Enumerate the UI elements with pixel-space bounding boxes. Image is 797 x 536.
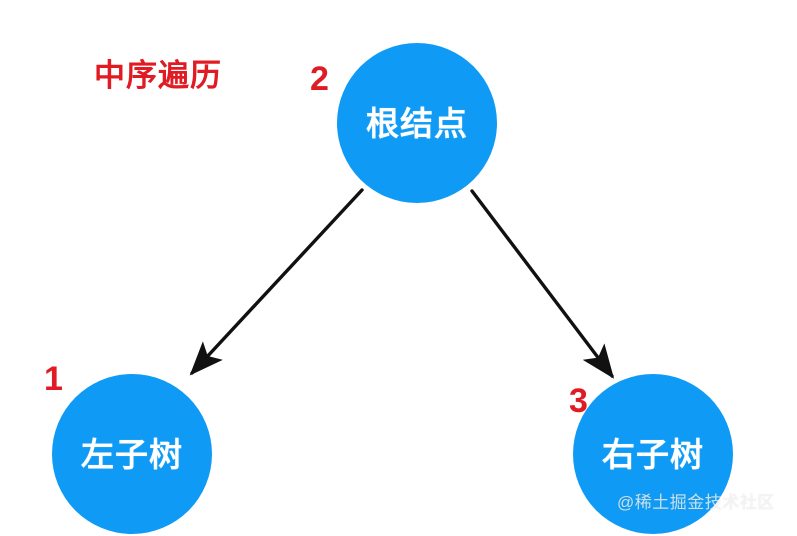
traversal-order-badge-right: 3 xyxy=(569,382,588,420)
traversal-order-badge-left: 1 xyxy=(44,360,63,398)
traversal-order-badge-root: 2 xyxy=(310,60,329,98)
watermark: @稀土掘金技术社区 xyxy=(617,493,775,512)
tree-node-right-subtree[interactable]: 右子树 xyxy=(573,374,733,534)
diagram-title: 中序遍历 xyxy=(94,58,222,93)
edge-root-to-right xyxy=(470,189,615,379)
tree-node-right-subtree-label: 右子树 xyxy=(602,435,704,473)
tree-node-root-label: 根结点 xyxy=(366,104,468,142)
tree-node-root[interactable]: 根结点 xyxy=(337,43,497,203)
tree-node-left-subtree[interactable]: 左子树 xyxy=(52,374,212,534)
edge-root-to-left xyxy=(189,188,364,376)
tree-node-left-subtree-label: 左子树 xyxy=(81,435,183,473)
